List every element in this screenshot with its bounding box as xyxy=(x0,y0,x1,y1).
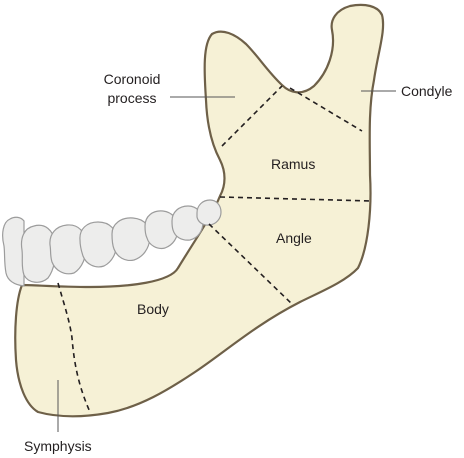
tooth xyxy=(144,210,179,250)
teeth xyxy=(2,199,222,287)
angle-body-divider xyxy=(208,223,293,305)
tooth xyxy=(196,199,222,226)
ramus-angle-divider xyxy=(219,196,373,202)
body-symphysis-divider xyxy=(57,282,91,413)
tooth xyxy=(79,221,118,268)
region-dividers xyxy=(57,85,373,413)
tooth xyxy=(111,217,151,262)
tooth xyxy=(2,216,25,287)
leader-lines xyxy=(57,90,396,432)
coronoid-process-label-line2: process xyxy=(107,90,157,106)
mandible-outline xyxy=(14,3,385,418)
tooth xyxy=(49,224,87,275)
angle-label: Angle xyxy=(276,230,312,246)
symphysis-label: Symphysis xyxy=(24,438,92,454)
coronoid-process-label-line1: Coronoid xyxy=(103,71,161,87)
ramus-label: Ramus xyxy=(271,156,316,172)
body-label: Body xyxy=(137,301,169,317)
condyle-ramus-divider xyxy=(289,87,363,132)
condyle-label: Condyle xyxy=(401,83,453,99)
tooth xyxy=(171,205,204,241)
